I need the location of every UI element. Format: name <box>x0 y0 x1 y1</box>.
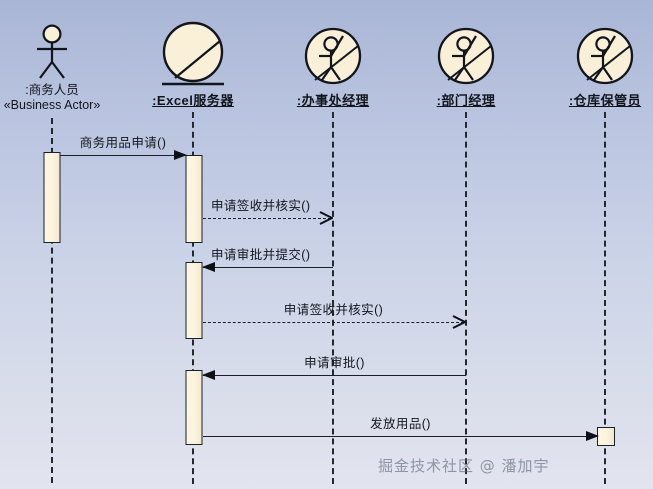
lifeline-warehouse-keeper <box>604 112 606 484</box>
lifeline-head-department-manager[interactable]: :部门经理 <box>437 93 496 108</box>
open-arrowhead-right-icon <box>452 315 466 329</box>
message-label: 申请审批并提交() <box>211 248 311 262</box>
filled-arrowhead-right-icon <box>174 149 187 160</box>
stick-figure-actor-icon <box>25 24 79 85</box>
message-line <box>203 267 333 268</box>
message-line <box>203 375 466 376</box>
business-worker-circle-icon-office-manager <box>299 22 367 97</box>
message-line <box>60 155 186 156</box>
open-arrowhead-right-icon <box>319 211 333 225</box>
activation-bar-excel-server-2[interactable] <box>185 262 203 339</box>
lifeline-label-warehouse-keeper: :仓库保管员 <box>568 93 642 108</box>
lifeline-label-business-actor: :商务人员 <box>25 83 79 97</box>
lifeline-business-actor <box>51 118 53 483</box>
message-label: 发放用品() <box>370 417 431 431</box>
lifeline-label-department-manager: :部门经理 <box>436 93 496 108</box>
lifeline-stereotype-business-actor: «Business Actor» <box>3 98 101 112</box>
business-worker-circle-icon-department-manager <box>432 22 500 97</box>
lifeline-head-business-actor[interactable]: :商务人员 «Business Actor» <box>4 83 101 113</box>
filled-arrowhead-right-icon <box>586 430 599 441</box>
message-line <box>203 322 464 323</box>
activation-bar-excel-server-3[interactable] <box>185 370 203 445</box>
lifeline-head-office-manager[interactable]: :办事处经理 <box>297 93 369 108</box>
lifeline-office-manager <box>332 112 334 484</box>
lifeline-head-excel-server[interactable]: :Excel服务器 <box>152 93 234 108</box>
activation-bar-excel-server-1[interactable] <box>185 155 203 243</box>
message-label: 申请签收并核实() <box>283 303 384 317</box>
lifeline-label-excel-server: :Excel服务器 <box>152 93 234 108</box>
lifeline-head-warehouse-keeper[interactable]: :仓库保管员 <box>569 93 641 108</box>
watermark-text: 掘金技术社区 @ 潘加宇 <box>378 457 550 475</box>
lifeline-department-manager <box>465 112 467 484</box>
lifeline-label-office-manager: :办事处经理 <box>296 93 370 108</box>
filled-arrowhead-left-icon <box>202 369 215 380</box>
message-label: 商务用品申请() <box>79 136 167 150</box>
message-label: 申请审批() <box>304 356 365 370</box>
message-line <box>203 218 331 219</box>
activation-bar-warehouse-keeper[interactable] <box>597 427 615 446</box>
business-entity-circle-icon <box>156 20 230 99</box>
message-line <box>203 436 598 437</box>
business-worker-circle-icon-warehouse-keeper <box>571 22 639 97</box>
filled-arrowhead-left-icon <box>202 261 215 272</box>
message-label: 申请签收并核实() <box>211 199 311 213</box>
activation-bar-business-actor[interactable] <box>43 152 61 243</box>
